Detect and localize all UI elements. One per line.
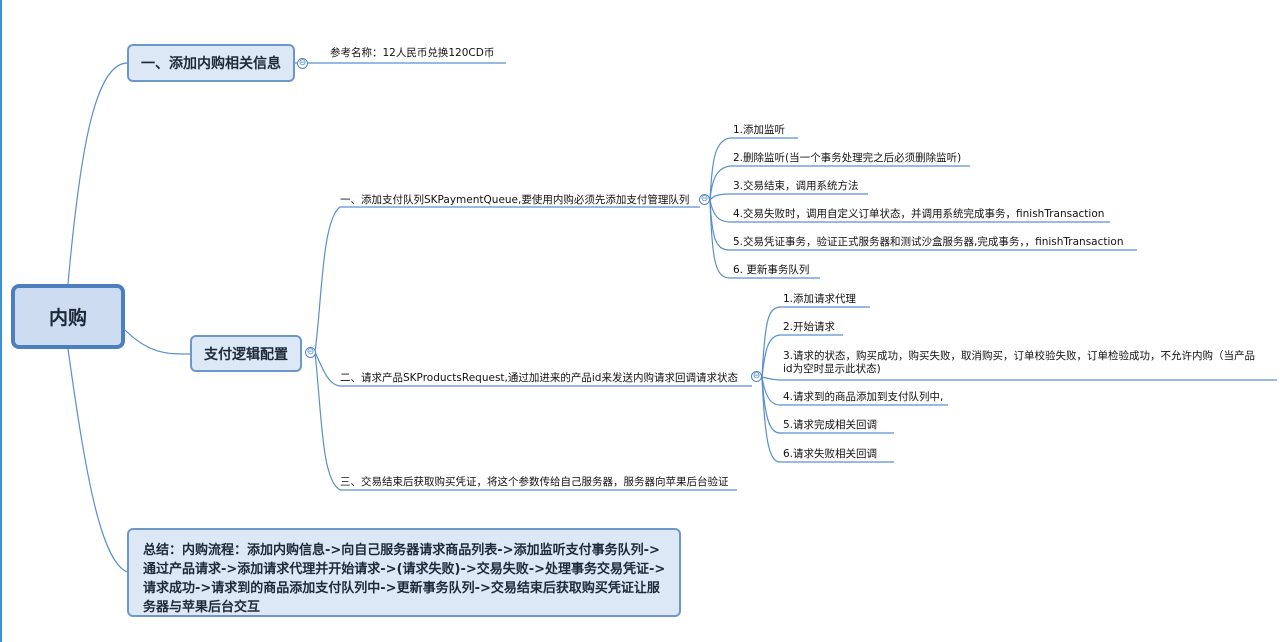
collapse-icon[interactable]: ⊖ bbox=[297, 58, 308, 69]
step1-item: 4.交易失败时，调用自定义订单状态，并调用系统完成事务，finishTransa… bbox=[733, 208, 1105, 220]
link-s1-1 bbox=[709, 137, 798, 201]
link-root-summary bbox=[67, 348, 128, 573]
step1-item: 2.删除监听(当一个事务处理完之后必须删除监听) bbox=[733, 152, 962, 164]
branch-add-info[interactable]: 一、添加内购相关信息 bbox=[127, 44, 295, 82]
link-root-info bbox=[67, 62, 128, 285]
step1-label: 一、添加支付队列SKPaymentQueue,要使用内购必须先添加支付管理队列 bbox=[340, 194, 690, 206]
link-s1-6 bbox=[709, 199, 820, 279]
link-logic-step2 bbox=[314, 351, 752, 387]
link-s1-3 bbox=[709, 193, 868, 201]
step2-item: 6.请求失败相关回调 bbox=[783, 448, 878, 460]
link-s2-1 bbox=[761, 306, 870, 378]
root-label: 内购 bbox=[48, 307, 87, 329]
link-logic-step3 bbox=[314, 351, 737, 491]
window-edge bbox=[0, 0, 2, 642]
collapse-icon[interactable]: ⊖ bbox=[699, 194, 710, 205]
step2-item: 3.请求的状态，购买成功，购买失败，取消购买，订单校验失败，订单检验成功，不允许… bbox=[783, 350, 1256, 375]
step2-item: 5.请求完成相关回调 bbox=[783, 419, 878, 431]
step1-item: 6. 更新事务队列 bbox=[733, 264, 810, 276]
summary-text: 总结：内购流程：添加内购信息->向自己服务器请求商品列表->添加监听支付事务队列… bbox=[143, 543, 666, 615]
link-s1-4 bbox=[709, 199, 1110, 223]
step2-item: 2.开始请求 bbox=[783, 321, 836, 333]
root-node[interactable]: 内购 bbox=[11, 284, 125, 349]
step3-label: 三、交易结束后获取购买凭证，将这个参数传给自己服务器，服务器向苹果后台验证 bbox=[340, 476, 729, 488]
link-root-logic bbox=[124, 329, 191, 355]
branch-add-info-label: 一、添加内购相关信息 bbox=[141, 56, 281, 72]
branch-payment-logic[interactable]: 支付逻辑配置 bbox=[190, 335, 302, 372]
link-s2-2 bbox=[761, 334, 843, 378]
link-s2-3 bbox=[761, 376, 1277, 381]
link-s2-6 bbox=[761, 376, 894, 463]
summary-node[interactable]: 总结：内购流程：添加内购信息->向自己服务器请求商品列表->添加监听支付事务队列… bbox=[127, 528, 681, 617]
branch-payment-logic-label: 支付逻辑配置 bbox=[204, 346, 288, 363]
reference-name-text: 参考名称：12人民币兑换120CD币 bbox=[330, 47, 495, 59]
step1-item: 3.交易结束，调用系统方法 bbox=[733, 180, 859, 192]
collapse-icon[interactable]: ⊖ bbox=[751, 371, 762, 382]
step2-label: 二、请求产品SKProductsRequest,通过加进来的产品id来发送内购请… bbox=[340, 372, 738, 384]
link-s2-4 bbox=[761, 376, 948, 406]
link-s1-2 bbox=[709, 165, 970, 201]
step2-item: 1.添加请求代理 bbox=[783, 293, 857, 305]
step1-item: 5.交易凭证事务，验证正式服务器和测试沙盒服务器,完成事务，，finishTra… bbox=[733, 236, 1124, 248]
link-logic-step1 bbox=[314, 206, 700, 353]
collapse-icon[interactable]: ⊖ bbox=[305, 347, 316, 358]
step2-item: 4.请求到的商品添加到支付队列中, bbox=[783, 391, 944, 403]
step1-item: 1.添加监听 bbox=[733, 124, 786, 136]
